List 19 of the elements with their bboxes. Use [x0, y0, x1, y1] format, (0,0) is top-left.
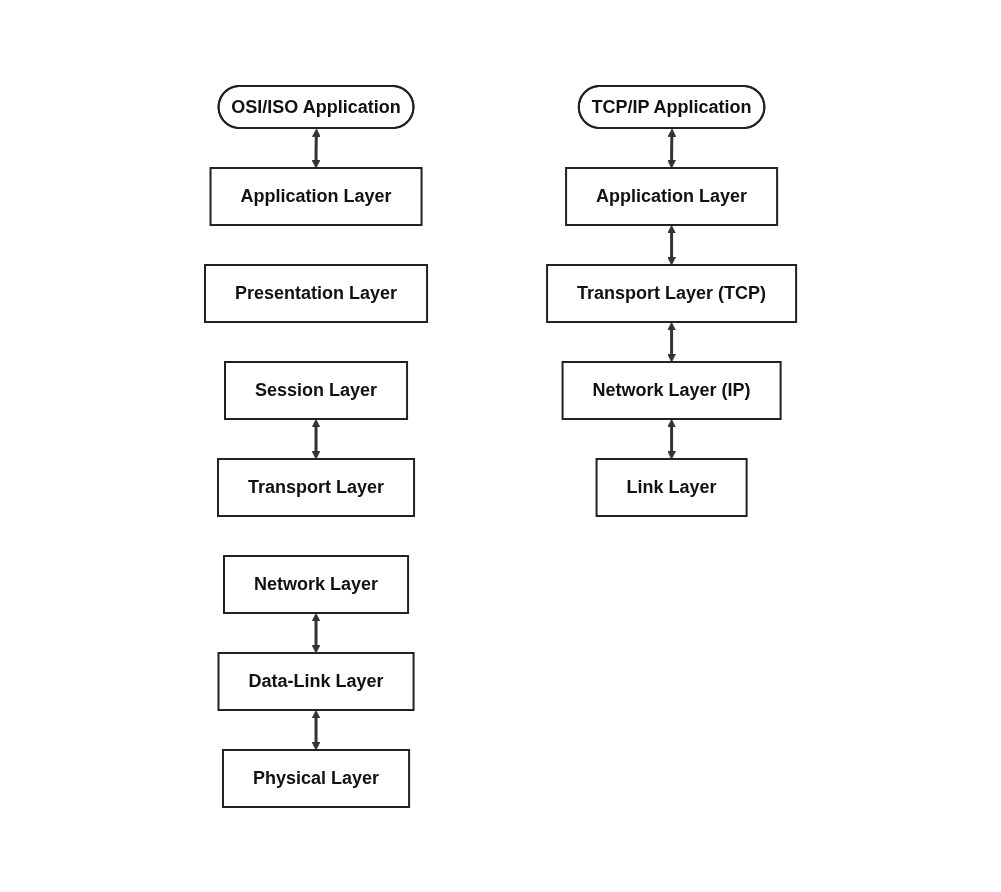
node-box: Presentation Layer	[203, 263, 428, 323]
node-box: Network Layer (IP)	[561, 360, 782, 420]
arrow	[311, 709, 321, 750]
node-box: Link Layer	[595, 457, 748, 517]
node-box: Application Layer	[209, 166, 423, 226]
node-box: Physical Layer	[221, 748, 410, 808]
arrow	[667, 224, 676, 265]
node-box: Session Layer	[223, 360, 408, 420]
node-box: Data-Link Layer	[217, 651, 415, 711]
arrow	[311, 612, 321, 653]
node-box: Network Layer	[222, 554, 409, 614]
node-box: Application Layer	[565, 166, 779, 226]
arrow	[311, 128, 321, 168]
node-box: Transport Layer (TCP)	[546, 263, 798, 323]
node-box: Transport Layer	[216, 457, 415, 517]
arrow	[667, 128, 677, 168]
arrow	[667, 418, 676, 459]
arrow	[311, 418, 321, 459]
arrow	[667, 321, 676, 362]
